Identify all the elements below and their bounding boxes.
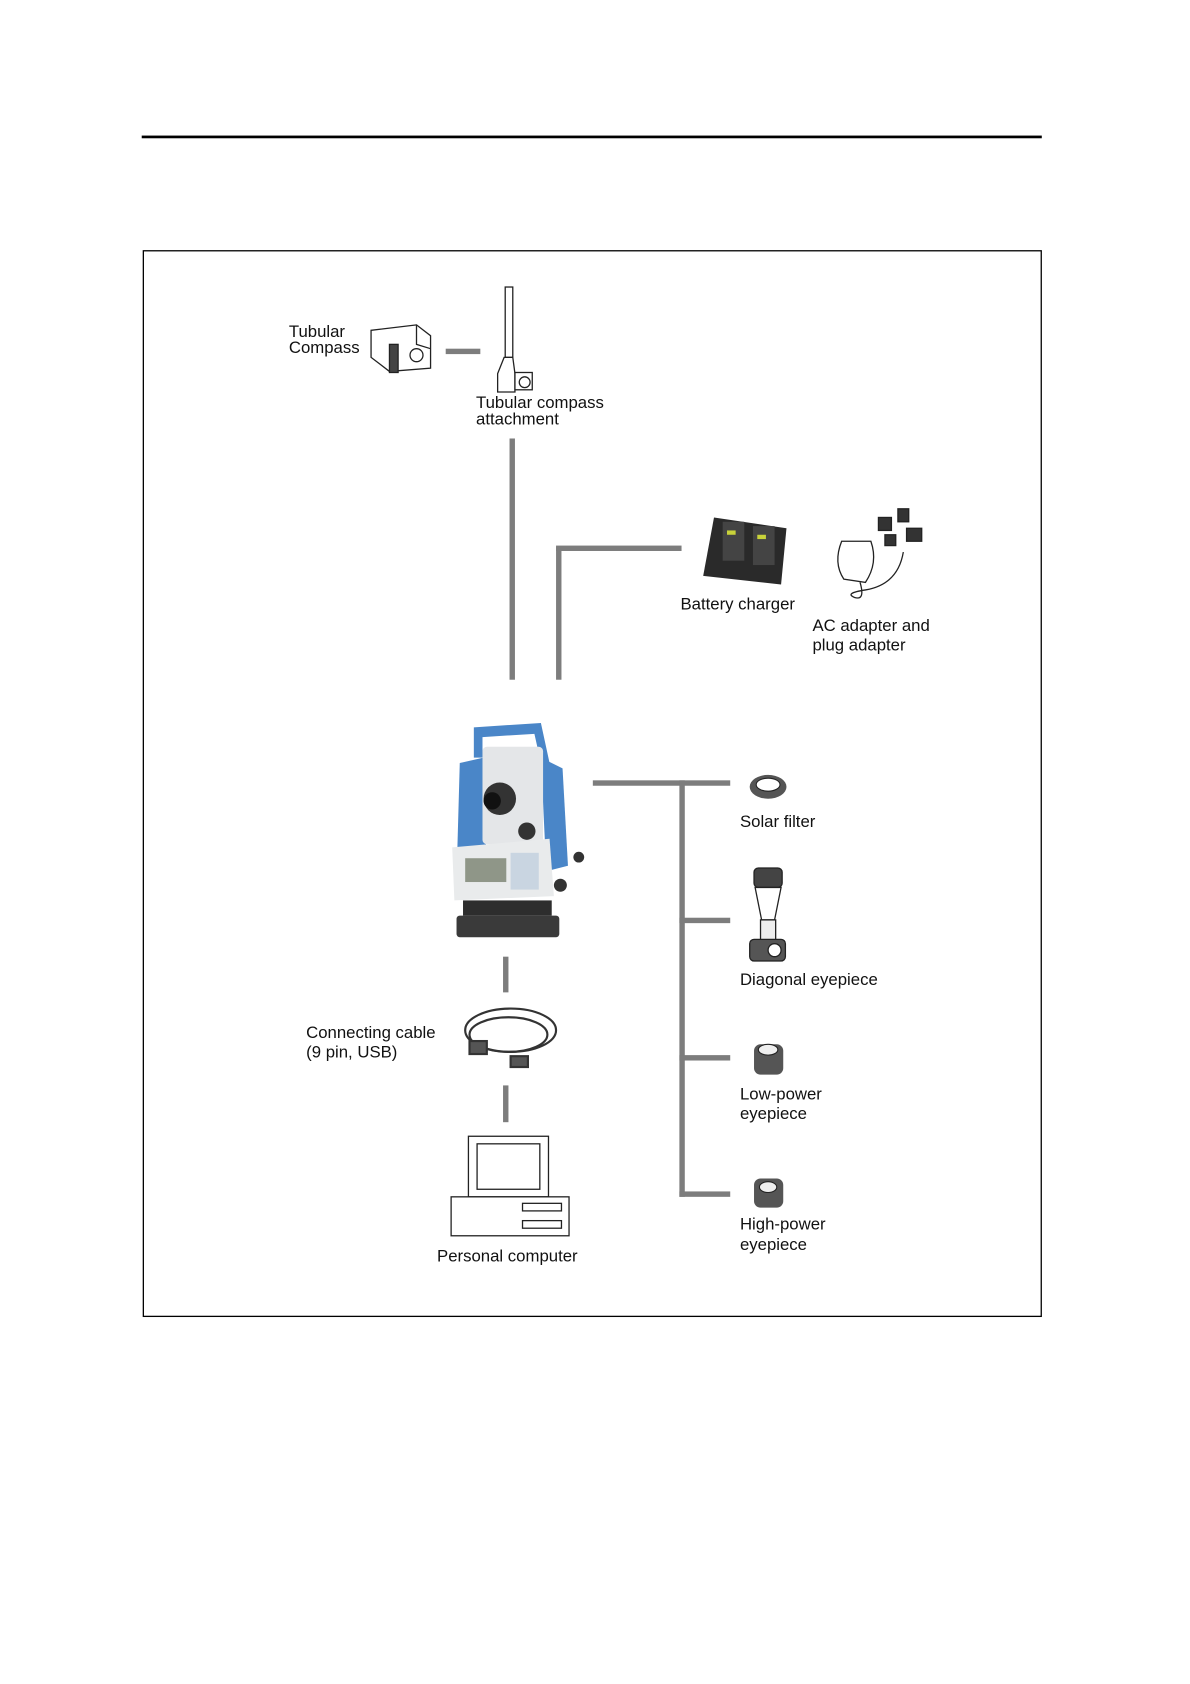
diagonal-eyepiece-icon: [749, 867, 787, 962]
battery-charger-icon: [703, 517, 787, 585]
high-power-eyepiece-icon: [754, 1178, 784, 1208]
connector-lines: [445, 348, 731, 1197]
personal-computer-icon: [450, 1135, 570, 1237]
ac-adapter-icon: [837, 508, 923, 599]
tubular-compass-icon: [370, 324, 432, 374]
diagram-frame: [142, 250, 1042, 1318]
solar-filter-label: Solar filter: [740, 812, 816, 831]
personal-computer-label: Personal computer: [437, 1247, 578, 1266]
low-power-eyepiece-icon: [754, 1043, 784, 1075]
battery-charger-label: Battery charger: [680, 594, 795, 613]
header-rule: [141, 135, 1042, 139]
diagonal-eyepiece-label: Diagonal eyepiece: [740, 970, 878, 989]
connecting-cable-icon: [464, 1007, 558, 1069]
connecting-cable-label: Connecting cable(9 pin, USB): [306, 1023, 435, 1061]
solar-filter-icon: [749, 774, 787, 799]
tubular-compass-attachment-icon: [496, 286, 533, 393]
total-station-instrument-image: [452, 723, 585, 938]
